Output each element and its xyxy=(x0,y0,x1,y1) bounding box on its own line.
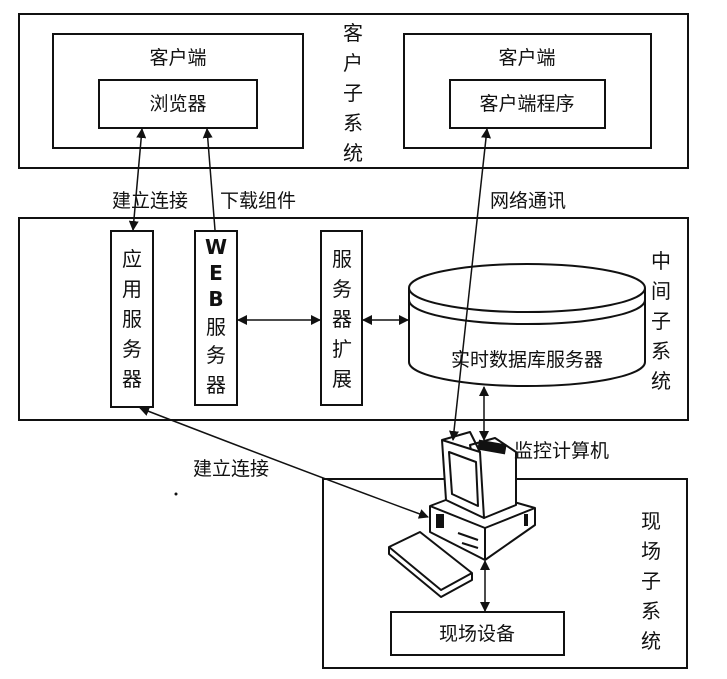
monitor-computer-icon xyxy=(388,431,536,598)
server-extension-char: 务 xyxy=(332,277,352,301)
middle-subsystem-char: 统 xyxy=(651,369,671,393)
middle-subsystem-char: 子 xyxy=(651,309,671,333)
db-cylinder-top xyxy=(408,263,646,313)
establish-connection-bottom-label: 建立连接 xyxy=(193,458,269,480)
field-subsystem-char: 现 xyxy=(641,509,661,533)
web-server-char: W xyxy=(205,235,227,259)
web-server-char: 务 xyxy=(206,343,226,367)
arrow-client-program-monitor-pc xyxy=(449,128,491,441)
left-client-title: 客户端 xyxy=(149,47,206,69)
client-program-box xyxy=(449,79,606,129)
client-program-label: 客户端程序 xyxy=(479,93,574,115)
field-subsystem-char: 子 xyxy=(641,569,661,593)
server-extension-char: 服 xyxy=(332,247,352,271)
browser-label: 浏览器 xyxy=(149,93,206,115)
db-cylinder-body xyxy=(408,288,646,387)
field-subsystem-char: 统 xyxy=(641,629,661,653)
download-component-label: 下载组件 xyxy=(220,190,296,212)
field-subsystem-char: 场 xyxy=(641,539,661,563)
field-subsystem-title: 现 场 子 系 统 xyxy=(641,509,661,653)
right-client-title: 客户端 xyxy=(498,47,555,69)
arrow-web-server-browser xyxy=(202,128,216,231)
right-client-box xyxy=(403,33,652,149)
db-cylinder xyxy=(408,263,646,387)
left-client-box xyxy=(52,33,304,149)
establish-connection-top-label: 建立连接 xyxy=(112,190,188,212)
monitor-pc-label: 监控计算机 xyxy=(514,440,609,462)
app-server-char: 服 xyxy=(122,307,142,331)
client-subsystem-char: 系 xyxy=(343,111,363,135)
network-comm-label: 网络通讯 xyxy=(490,190,566,212)
web-server-char: B xyxy=(208,287,223,311)
server-extension-char: 展 xyxy=(332,367,352,391)
client-subsystem-char: 户 xyxy=(343,51,363,75)
web-server-char: 服 xyxy=(206,315,226,339)
server-extension-char: 扩 xyxy=(332,337,352,361)
server-extension-char: 器 xyxy=(332,307,352,331)
db-server-label: 实时数据库服务器 xyxy=(451,349,603,371)
app-server-char: 用 xyxy=(122,277,142,301)
middle-subsystem-char: 系 xyxy=(651,339,671,363)
middle-subsystem-title: 中 间 子 系 统 xyxy=(651,249,671,393)
web-server-char: 器 xyxy=(206,373,226,397)
db-cylinder-band xyxy=(408,299,646,325)
stray-dot xyxy=(174,492,178,496)
middle-subsystem-char: 间 xyxy=(651,279,671,303)
web-server-char: E xyxy=(209,261,223,285)
client-subsystem-char: 客 xyxy=(343,21,363,45)
app-server-label: 应 用 服 务 器 xyxy=(122,247,142,391)
app-server-char: 务 xyxy=(122,337,142,361)
client-subsystem-char: 子 xyxy=(343,81,363,105)
app-server-char: 器 xyxy=(122,367,142,391)
field-device-label: 现场设备 xyxy=(439,623,515,645)
arrow-app-server-monitor-pc xyxy=(139,406,429,519)
server-extension-label: 服 务 器 扩 展 xyxy=(332,247,352,391)
client-subsystem-title: 客 户 子 系 统 xyxy=(343,21,363,165)
client-subsystem-char: 统 xyxy=(343,141,363,165)
client-subsystem-box xyxy=(18,13,689,169)
app-server-box xyxy=(110,230,154,408)
arrow-browser-app-server xyxy=(128,128,147,231)
web-server-label: W E B 服 务 器 xyxy=(205,235,227,397)
browser-box xyxy=(98,79,258,129)
middle-subsystem-box xyxy=(18,217,689,421)
app-server-char: 应 xyxy=(122,247,142,271)
field-subsystem-char: 系 xyxy=(641,599,661,623)
field-device-box xyxy=(390,611,565,656)
middle-subsystem-char: 中 xyxy=(651,249,671,273)
